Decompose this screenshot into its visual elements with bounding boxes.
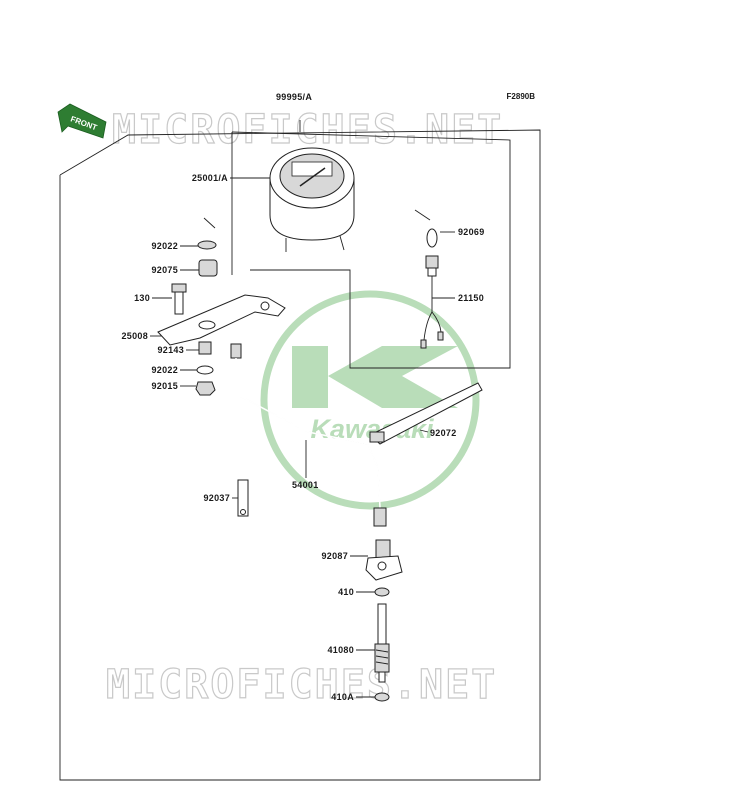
band-part[interactable] (369, 382, 483, 445)
label-washer-top[interactable]: 92022 (151, 241, 178, 251)
label-bulb[interactable]: 92069 (458, 227, 485, 237)
seal-part[interactable] (374, 587, 390, 597)
label-collar[interactable]: 92143 (157, 345, 184, 355)
outer-frame (59, 129, 541, 781)
washer-bottom-part[interactable] (196, 365, 214, 375)
part-labels: 99995/A 25001/A 92022 92075 130 25008 92… (121, 92, 484, 702)
label-seal[interactable]: 410 (338, 587, 354, 597)
label-meter[interactable]: 25001/A (192, 173, 228, 183)
label-bracket[interactable]: 25008 (121, 331, 148, 341)
nut-part[interactable] (195, 381, 216, 396)
label-housing[interactable]: 92087 (321, 551, 348, 561)
seal-a-part[interactable] (374, 692, 390, 702)
speedometer-meter[interactable] (269, 147, 355, 252)
label-assembly[interactable]: 99995/A (276, 92, 312, 102)
label-socket[interactable]: 21150 (458, 293, 484, 303)
label-grommet[interactable]: 92075 (151, 265, 178, 275)
label-cable[interactable]: 54001 (292, 480, 319, 490)
gear-housing-part[interactable] (365, 539, 403, 581)
kawasaki-logo: Kawasaki (260, 290, 480, 510)
label-washer-bottom[interactable]: 92022 (151, 365, 178, 375)
speedometer-cable[interactable] (230, 343, 387, 527)
leader-lines (150, 177, 455, 698)
bracket-part[interactable] (157, 294, 286, 346)
label-gear-shaft[interactable]: 41080 (327, 645, 354, 655)
label-clamp[interactable]: 92037 (203, 493, 230, 503)
label-band[interactable]: 92072 (430, 428, 457, 438)
figure-code: F2890B (507, 92, 536, 101)
bulb-socket-assembly[interactable] (414, 209, 444, 349)
collar-part[interactable] (198, 341, 212, 355)
front-arrow-icon: FRONT (57, 103, 107, 139)
gear-shaft-part[interactable] (374, 603, 390, 683)
label-seal-a[interactable]: 410A (331, 692, 354, 702)
meter-frame (231, 120, 511, 369)
label-bolt[interactable]: 130 (134, 293, 150, 303)
clamp-part[interactable] (237, 479, 249, 517)
grommet-part[interactable] (198, 259, 218, 277)
watermark-top: MICROFICHES.NET (112, 107, 503, 153)
watermark-bottom: MICROFICHES.NET (106, 662, 497, 708)
bolt-part[interactable] (171, 283, 187, 315)
washer-top-part[interactable] (197, 217, 217, 250)
label-nut[interactable]: 92015 (151, 381, 178, 391)
